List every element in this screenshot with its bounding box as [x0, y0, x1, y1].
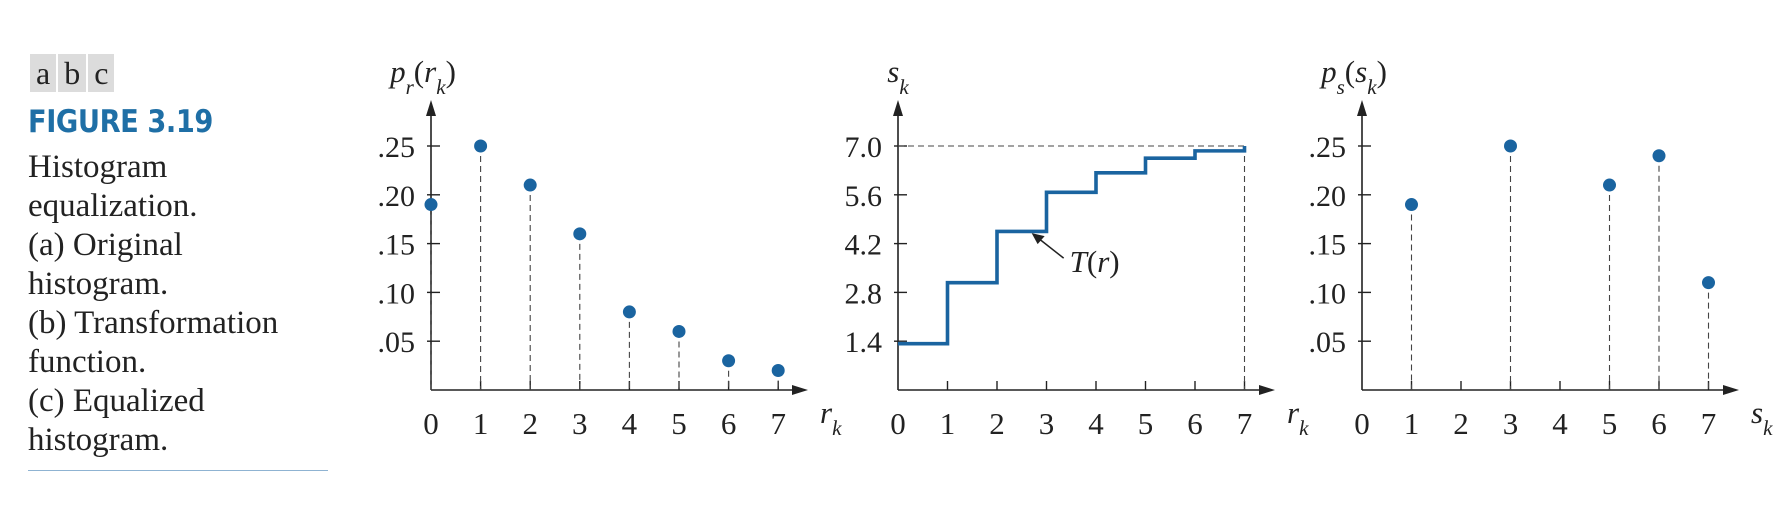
- panel-tag-a: a: [30, 54, 57, 92]
- x-tick-label: 4: [1552, 406, 1568, 441]
- y-tick-label: .20: [1309, 180, 1347, 213]
- x-tick-label: 2: [1453, 406, 1469, 441]
- panel-tags: a b c: [30, 54, 116, 92]
- x-tick-label: 3: [572, 406, 588, 441]
- x-tick-label: 1: [1404, 406, 1420, 441]
- x-tick-label: 0: [1354, 406, 1370, 441]
- y-tick-label: .15: [1309, 229, 1347, 262]
- data-point: [722, 354, 736, 368]
- x-tick-label: 7: [770, 406, 786, 441]
- caption-divider: [28, 470, 328, 471]
- caption-line: (a) Original: [28, 227, 183, 263]
- y-tick-label: 2.8: [845, 277, 883, 310]
- y-tick-label: 4.2: [845, 229, 883, 262]
- y-axis-label: sk: [887, 54, 909, 99]
- x-tick-label: 5: [1602, 406, 1618, 441]
- x-axis-arrow: [792, 385, 808, 395]
- y-tick-label: 7.0: [845, 131, 883, 164]
- x-tick-label: 4: [1088, 406, 1104, 441]
- y-tick-label: .10: [378, 277, 416, 310]
- x-tick-label: 7: [1237, 406, 1253, 441]
- y-axis-arrow: [1357, 100, 1367, 116]
- caption-line: Histogram: [28, 149, 168, 185]
- annotation-label: T(r): [1070, 244, 1120, 279]
- data-point: [573, 227, 587, 241]
- y-tick-label: .05: [378, 326, 416, 359]
- caption-line: histogram.: [28, 266, 169, 302]
- y-tick-label: .25: [1309, 131, 1347, 164]
- y-axis-label: ps(sk): [1319, 54, 1387, 99]
- y-axis-arrow: [426, 100, 436, 116]
- figure-caption: Histogram equalization. (a) Original his…: [28, 148, 338, 460]
- x-tick-label: 1: [940, 406, 956, 441]
- x-tick-label: 6: [1651, 406, 1667, 441]
- figure-label: FIGURE 3.19: [28, 104, 213, 140]
- data-point: [771, 363, 785, 377]
- y-tick-label: .15: [378, 229, 416, 262]
- step-line: [898, 146, 1247, 346]
- x-axis-arrow: [1723, 385, 1739, 395]
- data-point: [1504, 139, 1517, 153]
- data-point: [474, 139, 488, 153]
- x-tick-label: 5: [1138, 406, 1154, 441]
- y-tick-label: 1.4: [845, 326, 883, 359]
- y-tick-label: .10: [1309, 277, 1347, 310]
- data-point: [622, 305, 636, 319]
- x-tick-label: 3: [1503, 406, 1519, 441]
- y-tick-label: 5.6: [845, 180, 883, 213]
- x-tick-label: 4: [622, 406, 638, 441]
- data-point: [1405, 198, 1418, 212]
- data-point: [1702, 276, 1715, 290]
- x-tick-label: 5: [671, 406, 687, 441]
- caption-line: (c) Equalized: [28, 383, 205, 419]
- x-tick-label: 7: [1701, 406, 1717, 441]
- x-tick-label: 0: [423, 406, 439, 441]
- x-axis-label: sk: [1751, 395, 1773, 440]
- x-axis-label: rk: [1287, 395, 1309, 440]
- y-axis-arrow: [893, 100, 903, 116]
- x-tick-label: 2: [522, 406, 538, 441]
- data-point: [523, 178, 537, 192]
- y-tick-label: .20: [378, 180, 416, 213]
- x-axis-label: rk: [820, 395, 842, 440]
- annotation-arrowhead: [1031, 233, 1045, 245]
- data-point: [1652, 149, 1666, 163]
- data-point: [1603, 178, 1616, 192]
- data-point: [672, 324, 686, 338]
- panel-tag-b: b: [58, 54, 87, 92]
- x-tick-label: 1: [473, 406, 489, 441]
- x-axis-arrow: [1259, 385, 1275, 395]
- caption-line: histogram.: [28, 422, 169, 458]
- x-tick-label: 3: [1039, 406, 1055, 441]
- x-tick-label: 6: [721, 406, 737, 441]
- x-tick-label: 6: [1187, 406, 1203, 441]
- y-tick-label: .05: [1309, 326, 1347, 359]
- panel-tag-c: c: [88, 54, 115, 92]
- caption-line: function.: [28, 344, 147, 380]
- data-point: [424, 198, 438, 212]
- y-tick-label: .25: [378, 131, 416, 164]
- caption-line: equalization.: [28, 188, 198, 224]
- x-tick-label: 2: [989, 406, 1005, 441]
- caption-line: (b) Transformation: [28, 305, 279, 341]
- y-axis-label: pr(rk): [388, 54, 456, 99]
- x-tick-label: 0: [890, 406, 906, 441]
